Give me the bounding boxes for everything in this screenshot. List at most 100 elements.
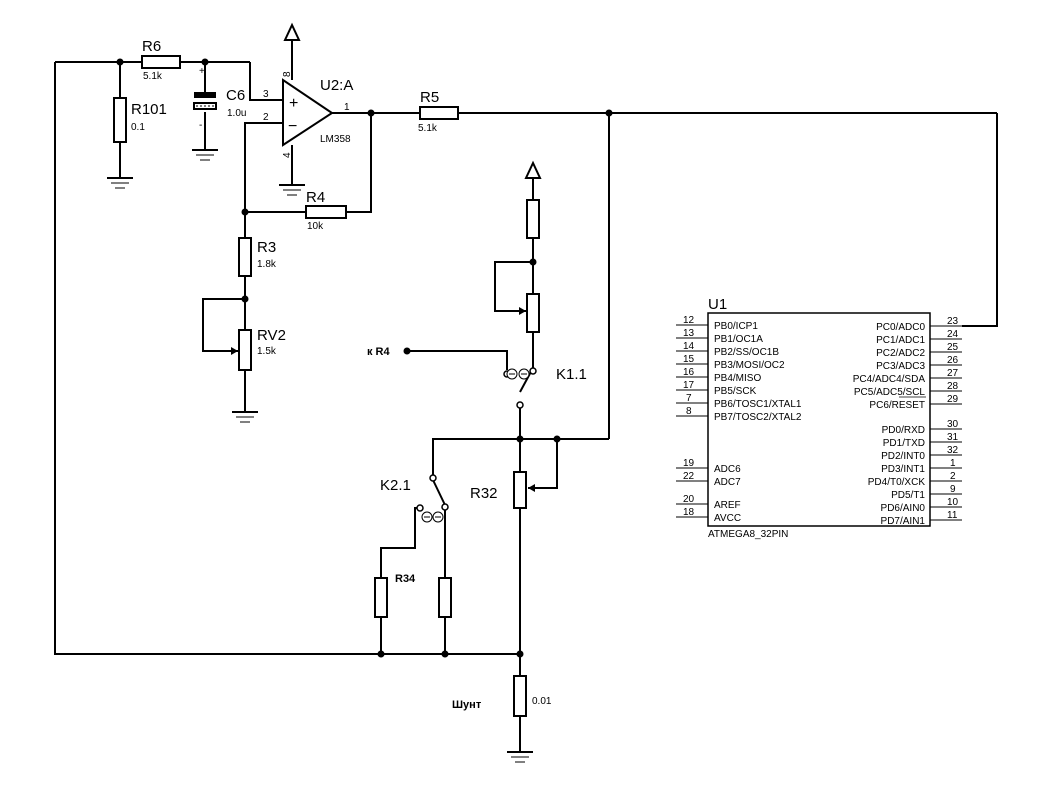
mcu-pin-name: PC0/ADC0 — [876, 322, 925, 333]
r3-value: 1.8k — [257, 259, 277, 270]
mcu-pin-num: 10 — [947, 497, 959, 508]
mcu-u1-body — [707, 312, 931, 527]
mcu-pin-num: 1 — [950, 458, 956, 469]
mcu-pin-name: PB2/SS/OC1B — [714, 347, 779, 358]
mcu-right-pins: 23 PC0/ADC0 24 PC1/ADC1 25 PC2/ADC2 26 P… — [853, 316, 959, 527]
mcu-pin-num: 24 — [947, 329, 959, 340]
u2a-pin-1: 1 — [344, 102, 350, 113]
wiper-arrow-icon — [231, 347, 238, 355]
r5-value: 5.1k — [418, 123, 438, 134]
mcu-pin-name: PC5/ADC5/SCL — [854, 387, 926, 398]
r6-value: 5.1k — [143, 71, 163, 82]
rv2-value: 1.5k — [257, 346, 277, 357]
mcu-pin-name: PB0/ICP1 — [714, 321, 758, 332]
resistor-r6 — [141, 55, 181, 69]
mcu-pin-name: AREF — [714, 500, 741, 511]
capacitor-c6 — [193, 92, 217, 110]
mcu-pin-name: PB7/TOSC2/XTAL2 — [714, 412, 802, 423]
ground-icon — [507, 751, 533, 763]
resistor-r3 — [238, 237, 252, 277]
r4-ref: R4 — [306, 189, 325, 206]
resistor-r4 — [305, 205, 347, 219]
wires — [54, 40, 998, 752]
mcu-pin-name: PB4/MISO — [714, 373, 761, 384]
mcu-pin-num: 11 — [947, 510, 958, 521]
mcu-pin-name: PD3/INT1 — [881, 464, 925, 475]
shunt-value: 0.01 — [532, 696, 552, 707]
mcu-pin-num: 31 — [947, 432, 959, 443]
u1-ref: U1 — [708, 296, 727, 313]
r101-value: 0.1 — [131, 122, 145, 133]
resistor-top-right — [526, 199, 540, 239]
r5-ref: R5 — [420, 89, 439, 106]
resistor-shunt — [513, 675, 527, 717]
ground-icon — [192, 149, 218, 161]
shunt-ref: Шунт — [452, 699, 482, 711]
resistor-r34 — [374, 577, 388, 618]
mcu-pin-name: ADC6 — [714, 464, 741, 475]
mcu-pin-num: 13 — [683, 328, 695, 339]
mcu-pin-name: PB3/MOSI/OC2 — [714, 360, 785, 371]
mcu-pin-name: PB6/TOSC1/XTAL1 — [714, 399, 802, 410]
u2a-pin-8: 8 — [282, 71, 293, 77]
k-r4-label: к R4 — [367, 346, 391, 358]
mcu-pin-num: 16 — [683, 367, 695, 378]
mcu-pin-num: 14 — [683, 341, 695, 352]
r101-ref: R101 — [131, 101, 167, 118]
c6-ref: C6 — [226, 87, 245, 104]
mcu-left-pins: 12 PB0/ICP1 13 PB1/OC1A 14 PB2/SS/OC1B 1… — [683, 315, 802, 524]
u2a-pin-3: 3 — [263, 89, 269, 100]
ground-icon — [232, 411, 258, 423]
resistor-r101 — [113, 97, 127, 143]
r32-ref: R32 — [470, 485, 498, 502]
mcu-pin-num: 28 — [947, 381, 959, 392]
u2a-pin-4: 4 — [282, 152, 293, 158]
rv2-ref: RV2 — [257, 327, 286, 344]
mcu-pin-num: 32 — [947, 445, 959, 456]
mcu-pin-num: 15 — [683, 354, 695, 365]
mcu-pin-num: 30 — [947, 419, 959, 430]
mcu-pin-num: 20 — [683, 494, 695, 505]
c6-plus: + — [199, 66, 205, 77]
mcu-pin-num: 29 — [947, 394, 959, 405]
mcu-pin-name: PD4/T0/XCK — [868, 477, 926, 488]
mcu-pin-name: AVCC — [714, 513, 741, 524]
k1-ref: K1.1 — [556, 366, 587, 383]
mcu-pin-name: PB1/OC1A — [714, 334, 763, 345]
resistor-k2-branch — [438, 577, 452, 618]
mcu-pin-name: PC6/RESET — [869, 400, 925, 411]
u1-part: ATMEGA8_32PIN — [708, 529, 788, 540]
mcu-pin-name: PC4/ADC4/SDA — [853, 374, 926, 385]
r6-ref: R6 — [142, 38, 161, 55]
potentiometer-r32 — [513, 471, 527, 509]
r4-value: 10k — [307, 221, 324, 232]
potentiometer-rv2 — [238, 329, 252, 371]
potentiometer-top-right — [526, 293, 540, 333]
mcu-pin-name: PC3/ADC3 — [876, 361, 925, 372]
k2-ref: K2.1 — [380, 477, 411, 494]
switch-k1 — [503, 367, 537, 409]
mcu-pin-num: 17 — [683, 380, 695, 391]
mcu-pin-name: PD2/INT0 — [881, 451, 925, 462]
ground-icon — [279, 184, 305, 196]
mcu-pin-num: 19 — [683, 458, 695, 469]
mcu-left-pin-lines — [676, 324, 708, 518]
mcu-pin-num: 18 — [683, 507, 695, 518]
wiper-arrow-icon — [528, 484, 535, 492]
mcu-pin-num: 9 — [950, 484, 956, 495]
mcu-pin-name: PC2/ADC2 — [876, 348, 925, 359]
u2a-pin-2: 2 — [263, 112, 269, 123]
mcu-pin-name: PD7/AIN1 — [881, 516, 926, 527]
mcu-right-pin-lines — [930, 325, 962, 521]
c6-value: 1.0u — [227, 108, 246, 119]
mcu-pin-num: 26 — [947, 355, 959, 366]
junction-dots — [116, 58, 613, 658]
mcu-pin-name: ADC7 — [714, 477, 741, 488]
u2a-value: LM358 — [320, 134, 351, 145]
mcu-pin-num: 12 — [683, 315, 695, 326]
wiper-arrow-icon — [519, 307, 526, 315]
r34-ref: R34 — [395, 573, 416, 585]
power-arrow-icon — [283, 22, 301, 41]
resistor-r5 — [419, 106, 459, 120]
